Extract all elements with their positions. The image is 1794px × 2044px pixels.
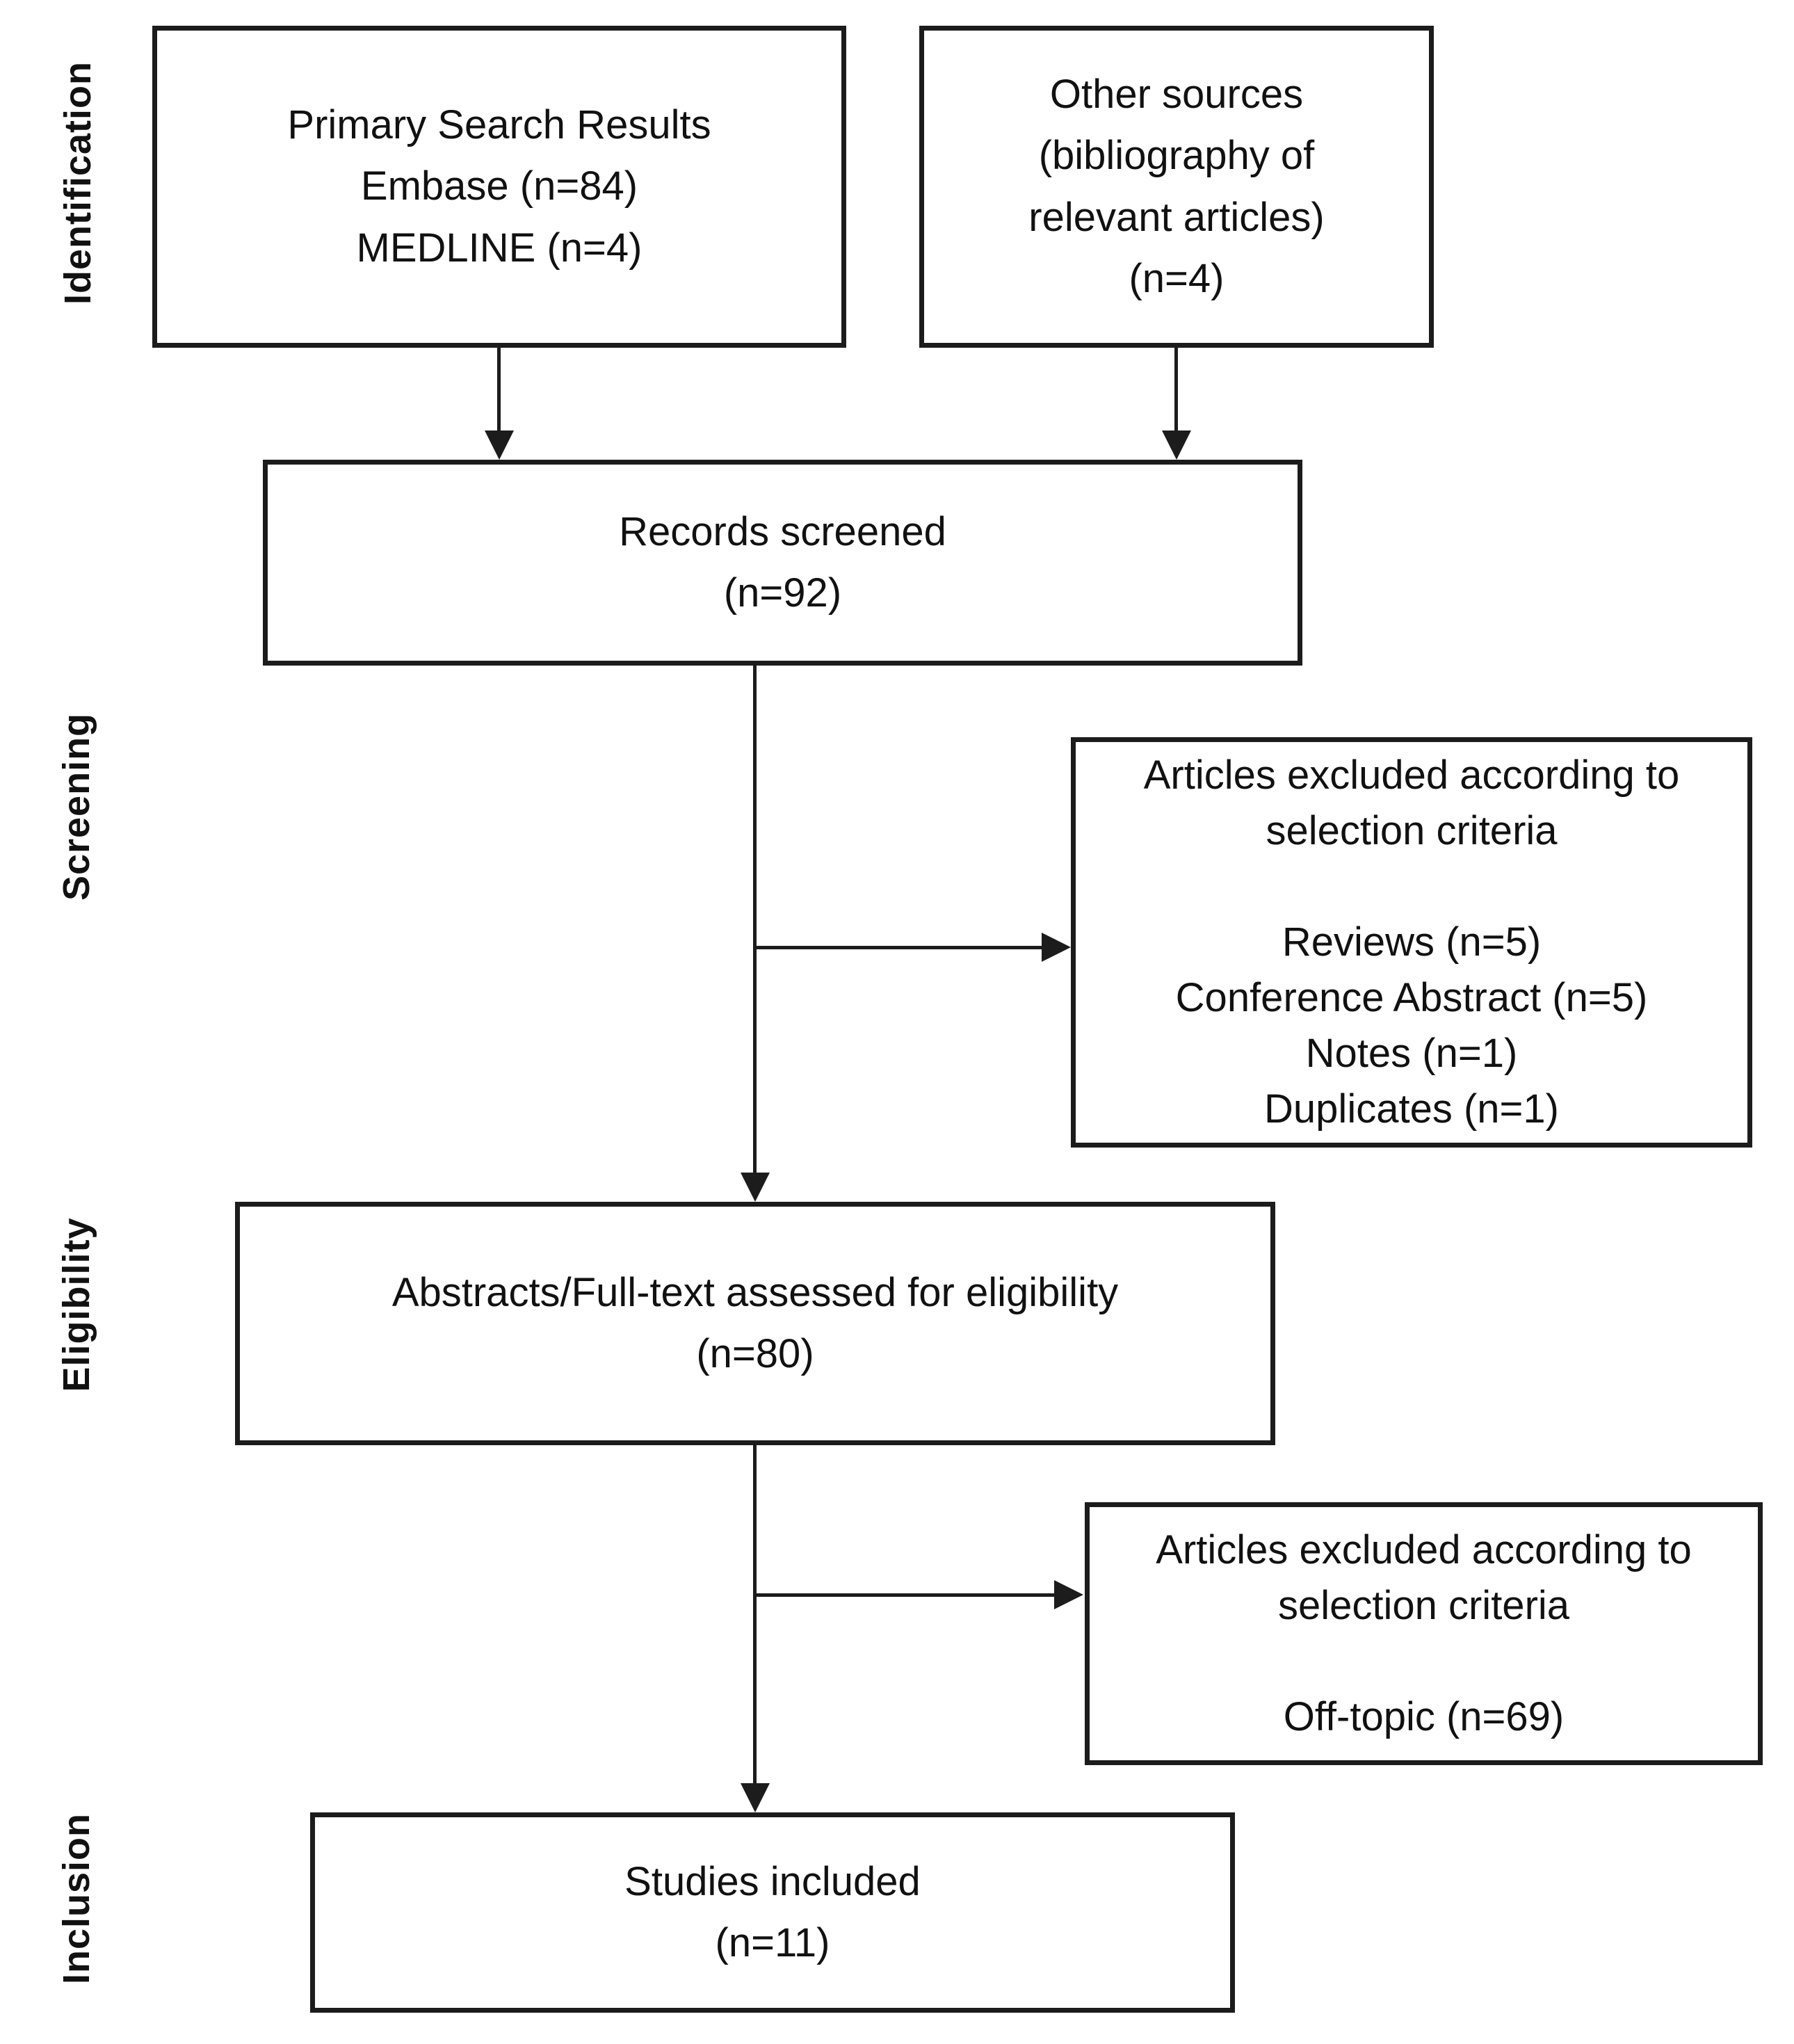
box-text-line: (n=11) [715,1920,830,1965]
arrow-fulltext-to-included-line [753,1445,757,1783]
box-text-line: Other sources [1049,72,1304,118]
box-text-line: Duplicates (n=1) [1264,1086,1559,1132]
box-text-line: Off-topic (n=69) [1283,1694,1565,1740]
arrow-primary-to-screened-line [497,348,501,433]
box-fulltext-assessed: Abstracts/Full-text assessed for eligibi… [235,1202,1275,1445]
box-text-line: (bibliography of [1038,133,1315,179]
box-articles-excluded-screening: Articles excluded according to selection… [1071,737,1752,1148]
arrow-other-to-screened-head [1162,430,1191,460]
box-articles-excluded-eligibility: Articles excluded according to selection… [1085,1502,1763,1765]
box-text-line: relevant articles) [1028,194,1325,240]
box-text-line: (n=80) [696,1331,814,1376]
box-text-line: Studies included [624,1858,921,1904]
box-text-line: Notes (n=1) [1305,1031,1518,1077]
box-text-line: Reviews (n=5) [1282,919,1542,965]
arrow-screened-to-fulltext-head [741,1173,770,1202]
box-text-line: Primary Search Results [287,102,711,148]
box-studies-included: Studies included (n=11) [310,1812,1235,2013]
box-text-line: Records screened [619,508,946,554]
arrow-fulltext-to-included-head [741,1783,770,1812]
stage-label-identification: Identification [57,61,99,305]
box-text-line: Articles excluded according to [1143,752,1680,798]
stage-label-eligibility: Eligibility [56,1217,97,1392]
arrow-branch-to-excluded-eligibility-line [755,1593,1056,1597]
box-text-line: selection criteria [1277,1582,1570,1628]
box-primary-search-results: Primary Search Results Embase (n=84) MED… [152,26,846,348]
arrow-other-to-screened-line [1174,348,1178,433]
arrow-branch-to-excluded-screening-line [755,946,1042,949]
box-records-screened: Records screened (n=92) [263,460,1302,666]
box-other-sources: Other sources (bibliography of relevant … [919,26,1434,348]
arrow-branch-to-excluded-eligibility-head [1054,1580,1083,1609]
arrow-primary-to-screened-head [485,430,514,460]
box-text-line: MEDLINE (n=4) [356,225,643,271]
arrow-branch-to-excluded-screening-head [1042,933,1071,962]
box-text-line: selection criteria [1266,807,1558,853]
box-text-line: Articles excluded according to [1156,1527,1692,1572]
box-text-line: Conference Abstract (n=5) [1175,975,1648,1021]
box-text-line: Abstracts/Full-text assessed for eligibi… [391,1269,1119,1315]
box-text-line: (n=92) [723,570,842,615]
stage-label-inclusion: Inclusion [56,1812,97,1985]
box-text-line: (n=4) [1129,255,1225,301]
box-text-line: Embase (n=84) [360,163,638,209]
stage-label-screening: Screening [56,712,97,901]
arrow-screened-to-fulltext-line [753,666,757,1173]
